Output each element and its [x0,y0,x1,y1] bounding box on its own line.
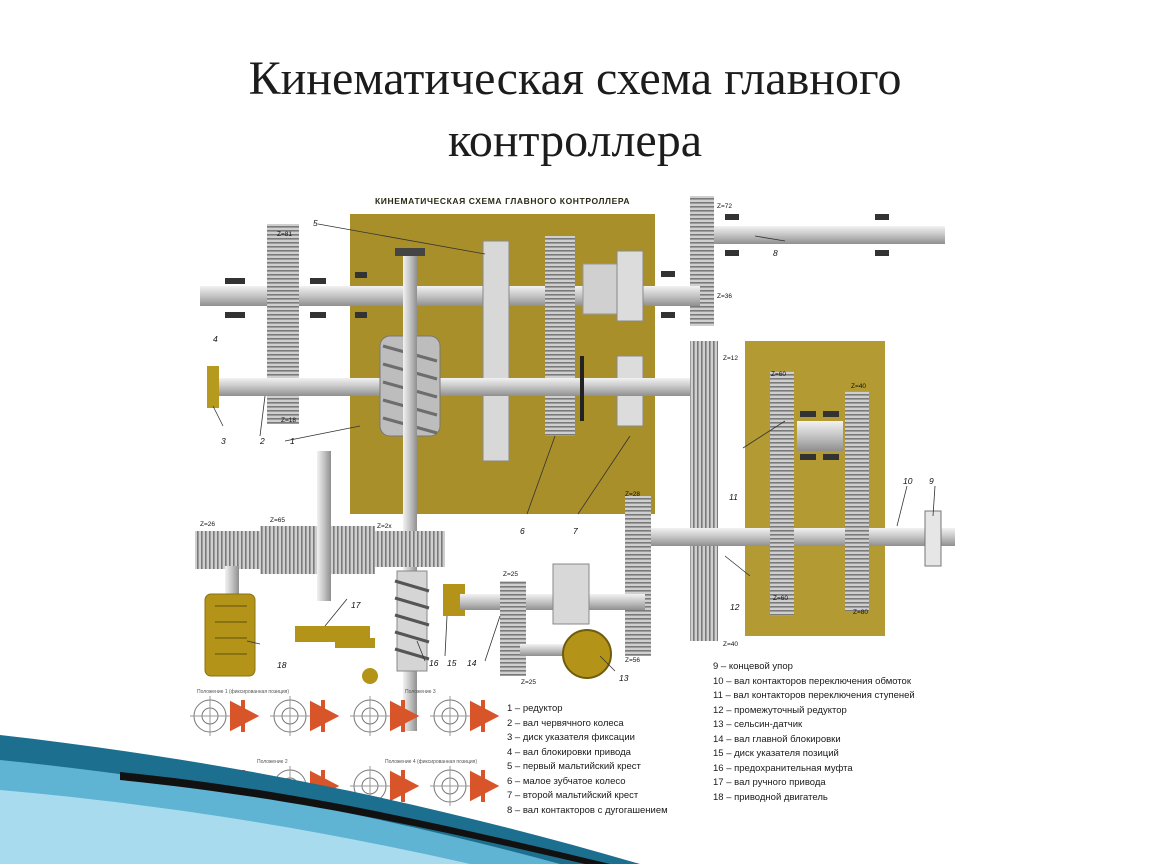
legend-item: 6 – малое зубчатое колесо [507,775,626,787]
legend-item: 8 – вал контакторов с дугогашением [507,804,668,816]
gear-label: Z=40 [851,383,866,390]
drive-motor [204,593,256,677]
gear-label: Z=36 [717,293,732,300]
shaft-2 [215,378,695,396]
part-number: 18 [277,660,287,670]
gear-label: Z=56 [625,657,640,664]
diagram-drawing: Z=72 Z=36 Z=81 Z=18 Z=12 Z=60 Z=40 Z=60 … [190,196,955,806]
part-number: 5 [313,218,318,228]
part-number: 13 [619,673,629,683]
part-number: 12 [730,602,740,612]
part-number: 9 [929,476,934,486]
legend-item: 10 – вал контакторов переключения обмото… [713,675,911,687]
position-label: Положение 1 (фиксированная позиция) [197,689,289,695]
position-diagrams [190,696,500,806]
shaft-11 [635,528,955,546]
legend-item: 4 – вал блокировки привода [507,746,631,758]
gear-label: Z=25 [521,679,536,686]
selsyn-sensor [562,629,612,679]
gear-label: Z=2x [377,523,392,530]
part-number: 2 [259,436,265,446]
legend-item: 13 – сельсин-датчик [713,719,803,730]
gear-label: Z=72 [717,203,732,210]
part-number: 14 [467,658,477,668]
gear-label: Z=60 [773,595,788,602]
legend-item: 12 – промежуточный редуктор [713,704,847,716]
legend-item: 1 – редуктор [507,703,563,714]
gear-label: Z=40 [723,641,738,648]
gear-label: Z=65 [270,517,285,524]
legend-item: 15 – диск указателя позиций [713,748,839,759]
position-label: Положение 4 (фиксированная позиция) [385,759,477,765]
gear-label: Z=26 [200,521,215,528]
legend-item: 5 – первый мальтийский крест [507,761,641,772]
gear-label: Z=12 [723,355,738,362]
legend-item: 14 – вал главной блокировки [713,733,841,745]
gear-label: Z=60 [771,371,786,378]
slide-title: Кинематическая схема главного контроллер… [0,48,1150,172]
part-number: 15 [447,658,457,668]
part-number: 3 [221,436,226,446]
gear-label: Z=25 [503,571,518,578]
position-label: Положение 3 [405,689,436,695]
part-number: 1 [290,436,295,446]
legend-item: 18 – приводной двигатель [713,791,828,803]
part-number: 11 [729,492,738,502]
slide-title-line-2: контроллера [447,114,702,167]
part-number: 4 [213,334,218,344]
slide-title-line-1: Кинематическая схема главного [248,52,902,105]
legend-right: 9 – концевой упор 10 – вал контакторов п… [713,660,963,805]
part-number: 16 [429,658,439,668]
legend-item: 3 – диск указателя фиксации [507,732,635,743]
legend-item: 11 – вал контакторов переключения ступен… [713,690,915,701]
part-number: 17 [351,600,361,610]
legend-item: 2 – вал червячного колеса [507,717,624,729]
legend-item: 9 – концевой упор [713,661,793,672]
gear-label: Z=81 [277,231,292,238]
legend-item: 7 – второй мальтийский крест [507,790,639,801]
shaft-8 [705,226,945,244]
gear-label: Z=18 [281,417,296,424]
gear-label: Z=80 [853,609,868,616]
kinematic-diagram: Z=72 Z=36 Z=81 Z=18 Z=12 Z=60 Z=40 Z=60 … [185,186,960,826]
part-number: 10 [903,476,913,486]
part-number: 7 [573,526,578,536]
legend-item: 16 – предохранительная муфта [713,762,853,774]
gear-label: Z=28 [625,491,640,498]
diagram-heading: КИНЕМАТИЧЕСКАЯ СХЕМА ГЛАВНОГО КОНТРОЛЛЕР… [375,196,631,206]
part-number: 8 [773,248,778,258]
legend-item: 17 – вал ручного привода [713,777,826,788]
legend-left: 1 – редуктор 2 – вал червячного колеса 3… [507,702,717,818]
part-number: 6 [520,526,525,536]
position-label: Положение 2 [257,759,288,765]
